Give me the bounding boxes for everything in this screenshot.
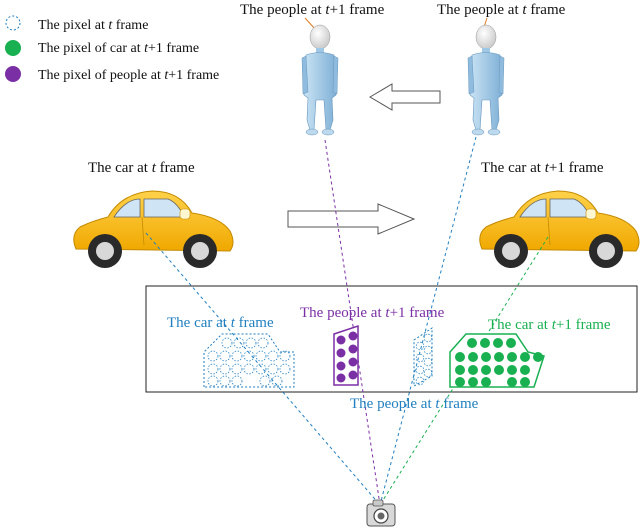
pixel-car-t1	[520, 377, 530, 387]
pixel-car-t	[245, 337, 257, 349]
pixel-car-t	[267, 363, 279, 375]
pixel-car-t	[219, 350, 231, 362]
pixel-car-t	[231, 350, 243, 362]
pixel-car-t	[207, 363, 219, 375]
pixel-car-t	[271, 375, 283, 387]
ray-people-t1	[324, 139, 381, 506]
car-pixels-t1	[449, 333, 545, 388]
legend-marker-pixel-t	[5, 15, 21, 31]
pixel-car-t	[243, 363, 255, 375]
legend-label-pixel-t: The pixel at t frame	[38, 18, 148, 33]
pixel-car-t	[221, 337, 233, 349]
pixel-car-t1	[481, 365, 491, 375]
pixel-people-t1	[348, 357, 358, 367]
person-left-figure	[301, 24, 339, 136]
pixel-people-t	[415, 353, 425, 363]
legend-marker-people-pixel	[5, 66, 21, 82]
pixel-car-t1	[494, 365, 504, 375]
pixel-car-t1	[468, 365, 478, 375]
pixel-people-t1	[336, 348, 346, 358]
pixel-car-t1	[506, 338, 516, 348]
pixel-people-t	[415, 341, 425, 351]
pixel-car-t1	[493, 338, 503, 348]
pixel-car-t	[255, 363, 267, 375]
label-car-right: The car at t+1 frame	[481, 160, 604, 176]
pixel-people-t	[415, 376, 425, 386]
pixel-people-t1	[348, 331, 358, 341]
pixel-car-t	[207, 350, 219, 362]
arrow-car-motion	[287, 203, 416, 235]
pixel-car-t1	[455, 352, 465, 362]
pixel-car-t	[233, 337, 245, 349]
pixel-car-t	[279, 350, 291, 362]
pixel-car-t	[255, 350, 267, 362]
pixel-car-t1	[481, 352, 491, 362]
pixel-car-t	[259, 375, 271, 387]
pixel-car-t1	[507, 365, 517, 375]
camera-icon	[366, 499, 396, 527]
person-right-figure	[467, 24, 505, 136]
pixel-people-t1	[336, 361, 346, 371]
pixel-car-t	[231, 375, 243, 387]
pixel-people-t	[423, 345, 433, 355]
pixel-people-t	[423, 368, 433, 378]
pixel-car-t	[257, 337, 269, 349]
label-plane-people-t1: The people at t+1 frame	[300, 305, 445, 321]
legend: The pixel at t frame The pixel of car at…	[5, 15, 219, 83]
pixel-car-t1	[468, 377, 478, 387]
pixel-people-t	[423, 357, 433, 367]
image-plane-frame	[145, 285, 638, 393]
pixel-people-t	[415, 365, 425, 375]
label-car-left: The car at t frame	[88, 160, 195, 176]
pixel-car-t1	[467, 338, 477, 348]
pixel-car-t1	[520, 352, 530, 362]
pixel-car-t1	[480, 338, 490, 348]
pixel-people-t1	[348, 370, 358, 380]
pixel-car-t1	[533, 352, 543, 362]
pixel-people-t1	[336, 373, 346, 383]
pixel-people-t1	[348, 344, 358, 354]
pixel-car-t	[219, 375, 231, 387]
pixel-car-t	[219, 363, 231, 375]
pixel-people-t	[423, 333, 433, 343]
pixel-car-t1	[507, 352, 517, 362]
label-plane-people-t: The people at t frame	[350, 396, 479, 412]
ray-people-t	[379, 136, 477, 506]
pixel-car-t1	[520, 365, 530, 375]
car-right-figure	[479, 190, 640, 268]
pixel-car-t	[243, 350, 255, 362]
pixel-car-t1	[455, 365, 465, 375]
legend-label-car-pixel: The pixel of car at t+1 frame	[38, 41, 199, 56]
pixel-car-t	[231, 363, 243, 375]
pixel-people-t1	[336, 335, 346, 345]
pixel-car-t1	[455, 377, 465, 387]
label-people-left: The people at t+1 frame	[240, 2, 385, 18]
legend-label-people-pixel: The pixel of people at t+1 frame	[38, 68, 219, 83]
car-left-figure	[73, 190, 234, 268]
pixel-car-t	[279, 363, 291, 375]
pixel-car-t1	[481, 377, 491, 387]
people-pixels-t	[413, 327, 433, 387]
pixel-car-t1	[468, 352, 478, 362]
arrow-people-motion	[369, 83, 441, 111]
label-people-right: The people at t frame	[437, 2, 566, 18]
legend-marker-car-pixel	[5, 40, 21, 56]
pixel-car-t	[207, 375, 219, 387]
people-pixels-t1	[333, 324, 359, 386]
pixel-car-t	[267, 350, 279, 362]
pixel-car-t1	[507, 377, 517, 387]
pixel-car-t1	[494, 352, 504, 362]
label-plane-car-t: The car at t frame	[167, 315, 274, 331]
car-pixels-t	[203, 333, 295, 388]
label-plane-car-t1: The car at t+1 frame	[488, 317, 611, 333]
